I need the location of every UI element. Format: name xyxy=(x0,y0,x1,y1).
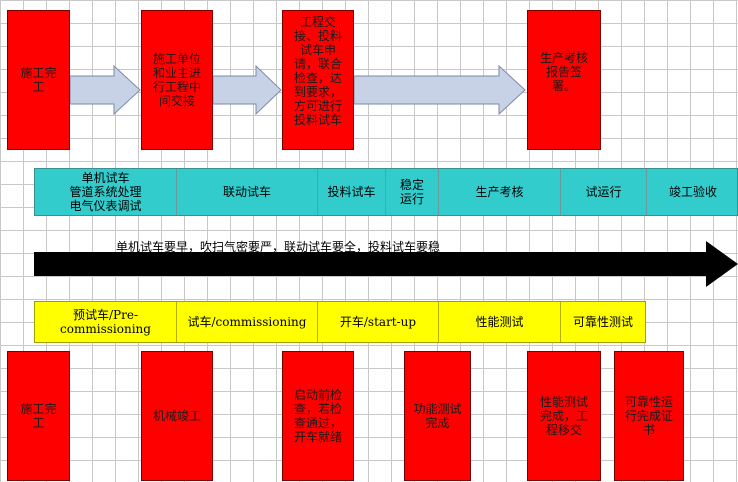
top-box-interim-handover: 施工单位 和业主进 行工程中 间交接 xyxy=(141,10,213,150)
block-arrow-3 xyxy=(353,64,526,116)
bottom-box-mechanical-completion: 机械竣工 xyxy=(141,351,213,481)
bottom-box-label: 功能测试 完成 xyxy=(413,402,462,430)
stage-commissioning: 试车/commissioning xyxy=(177,302,318,342)
stage-performance-test: 性能测试 xyxy=(439,302,561,342)
phase-feed-trial: 投料试车 xyxy=(318,169,386,215)
bottom-box-label: 启动前检 查，若检 查通过， 开车就绪 xyxy=(293,388,342,444)
bottom-box-label: 可靠性运 行完成证 书 xyxy=(624,395,673,437)
phase-stable-run: 稳定 运行 xyxy=(386,169,439,215)
top-box-feed-trial-request: 工程交 接、投料 试车申 请，联合 检查，达 到要求， 方可进行 投料试车 xyxy=(282,10,354,150)
phase-band: 单机试车 管道系统处理 电气仪表调试 联动试车 投料试车 稳定 运行 生产考核 … xyxy=(34,168,738,216)
block-arrow-2 xyxy=(212,64,282,116)
stage-band: 预试车/Pre- commissioning 试车/commissioning … xyxy=(34,301,646,343)
bottom-box-construction-complete: 施工完 工 xyxy=(7,351,70,481)
stage-pre-commissioning: 预试车/Pre- commissioning xyxy=(35,302,177,342)
bottom-box-label: 机械竣工 xyxy=(152,409,201,423)
block-arrow-1 xyxy=(69,64,141,116)
top-box-label: 工程交 接、投料 试车申 请，联合 检查，达 到要求， 方可进行 投料试车 xyxy=(293,15,342,127)
bottom-box-pre-start-check: 启动前检 查，若检 查通过， 开车就绪 xyxy=(282,351,354,481)
top-box-label: 施工完 工 xyxy=(20,66,57,94)
stage-reliability-test: 可靠性测试 xyxy=(572,315,633,329)
bottom-box-label: 性能测试 完成，工 程移交 xyxy=(539,395,588,437)
top-box-label: 施工单位 和业主进 行工程中 间交接 xyxy=(152,52,201,108)
stage-start-up: 开车/start-up xyxy=(318,302,439,342)
timeline-slogan: 单机试车要早，吹扫气密要严，联动试车要全，投料试车要稳 xyxy=(116,240,441,254)
top-box-label: 生产考核 报告签 署。 xyxy=(539,51,588,93)
phase-joint-trial: 联动试车 xyxy=(177,169,318,215)
phase-completion-acceptance: 竣工验收 xyxy=(668,185,717,199)
bottom-box-label: 施工完 工 xyxy=(20,402,57,430)
phase-production-assessment: 生产考核 xyxy=(439,169,561,215)
top-box-construction-complete: 施工完 工 xyxy=(7,10,70,150)
phase-trial-operation: 试运行 xyxy=(561,169,647,215)
top-box-assessment-report: 生产考核 报告签 署。 xyxy=(527,10,601,150)
bottom-box-performance-handover: 性能测试 完成，工 程移交 xyxy=(527,351,601,481)
timeline-arrow xyxy=(34,241,738,287)
bottom-box-reliability-certificate: 可靠性运 行完成证 书 xyxy=(614,351,684,481)
bottom-box-function-test-complete: 功能测试 完成 xyxy=(404,351,471,481)
phase-single-trial: 单机试车 管道系统处理 电气仪表调试 xyxy=(35,169,177,215)
